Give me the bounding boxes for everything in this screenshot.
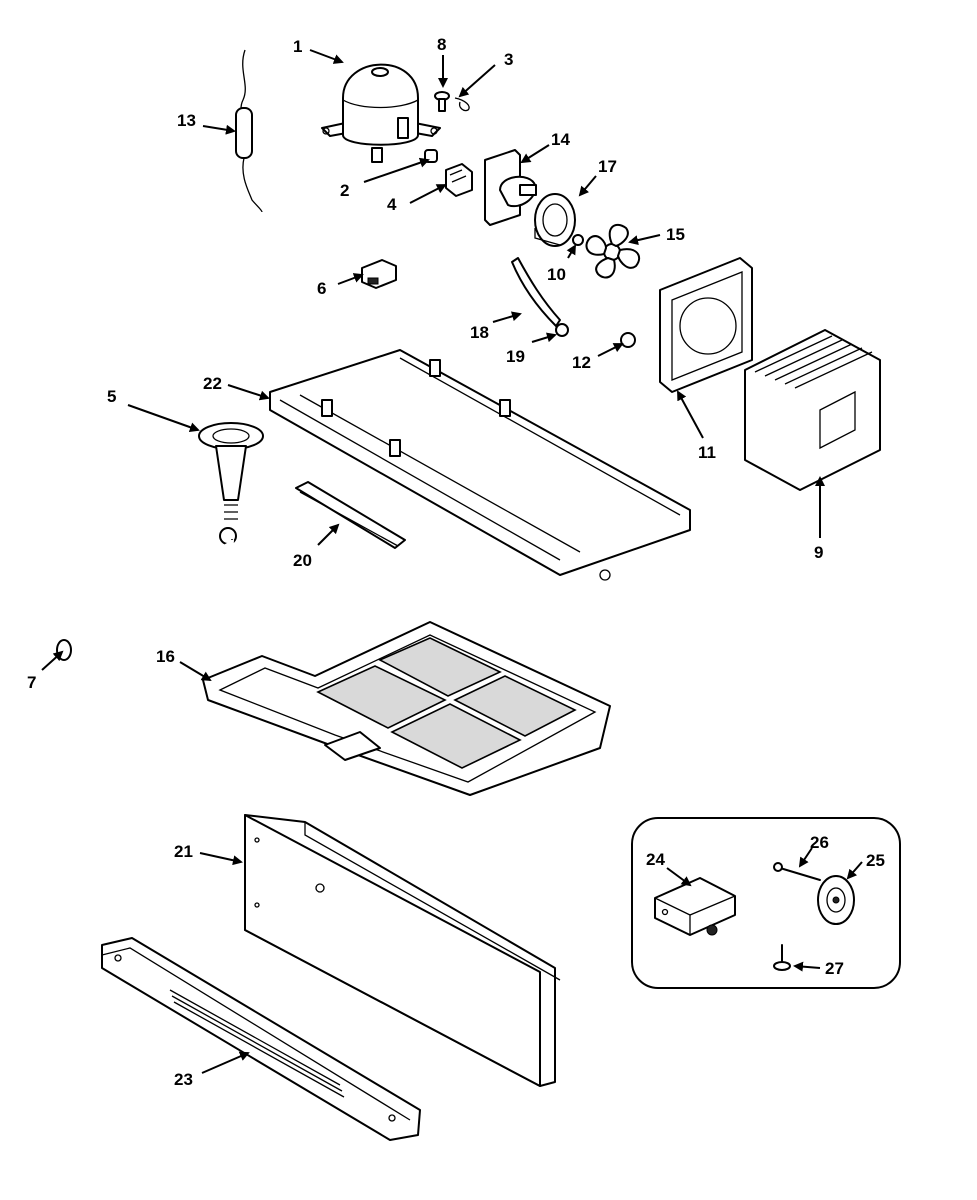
- callout-23: 23: [174, 1070, 193, 1089]
- callout-26: 26: [810, 833, 829, 852]
- strap-part: [511, 257, 561, 327]
- callout-8: 8: [437, 35, 446, 54]
- kickplate-part: [101, 937, 421, 1141]
- callout-20: 20: [293, 551, 312, 570]
- fan-motor-part: [484, 149, 537, 226]
- roller-wheel-part: [817, 875, 855, 925]
- callout-21: 21: [174, 842, 193, 861]
- callout-14: 14: [551, 130, 570, 149]
- grommet-12-part: [620, 332, 636, 348]
- callout-16: 16: [156, 647, 175, 666]
- callout-9: 9: [814, 543, 823, 562]
- roller-bracket-part: [654, 877, 736, 936]
- channel-part: [295, 481, 406, 549]
- callout-1: 1: [293, 37, 302, 56]
- callout-4: 4: [387, 195, 397, 214]
- callout-7: 7: [27, 673, 36, 692]
- drain-tube-part: [56, 500, 234, 661]
- drain-funnel-part: [198, 422, 264, 545]
- callout-6: 6: [317, 279, 326, 298]
- leader-lines: [41, 49, 863, 1074]
- condenser-part: [744, 329, 881, 491]
- leveling-leg-part: [773, 944, 791, 971]
- inset-panel: [631, 817, 901, 989]
- overload-part: [361, 259, 397, 289]
- callout-27: 27: [825, 959, 844, 978]
- callout-5: 5: [107, 387, 116, 406]
- nut-part: [572, 234, 584, 246]
- callout-11: 11: [698, 443, 716, 462]
- callout-25: 25: [866, 851, 885, 870]
- callout-13: 13: [177, 111, 196, 130]
- callout-19: 19: [506, 347, 525, 366]
- callout-17: 17: [598, 157, 617, 176]
- callout-24: 24: [646, 850, 665, 869]
- axle-pin-part: [773, 862, 821, 881]
- compressor-part: [321, 63, 441, 163]
- callout-15: 15: [666, 225, 685, 244]
- fan-shroud-part: [659, 257, 753, 393]
- filter-drier-part: [235, 49, 263, 213]
- relay-part: [445, 163, 473, 197]
- callout-18: 18: [470, 323, 489, 342]
- drain-pan-part: [202, 621, 611, 796]
- callout-12: 12: [572, 353, 591, 372]
- callout-3: 3: [504, 50, 513, 69]
- base-plate-part: [269, 349, 691, 581]
- fan-blade-part: [585, 223, 641, 279]
- clip-part: [454, 97, 470, 112]
- screw-part: [434, 91, 450, 112]
- fan-bracket-part: [534, 193, 576, 247]
- nut-19-part: [555, 323, 569, 337]
- callout-22: 22: [203, 374, 222, 393]
- access-panel-part: [244, 814, 561, 1087]
- callout-labels: 1 2 3 4 5 6 7 8 9 10 11 12 13 14 15 16 1…: [27, 35, 885, 1089]
- callout-10: 10: [547, 265, 566, 284]
- callout-2: 2: [340, 181, 349, 200]
